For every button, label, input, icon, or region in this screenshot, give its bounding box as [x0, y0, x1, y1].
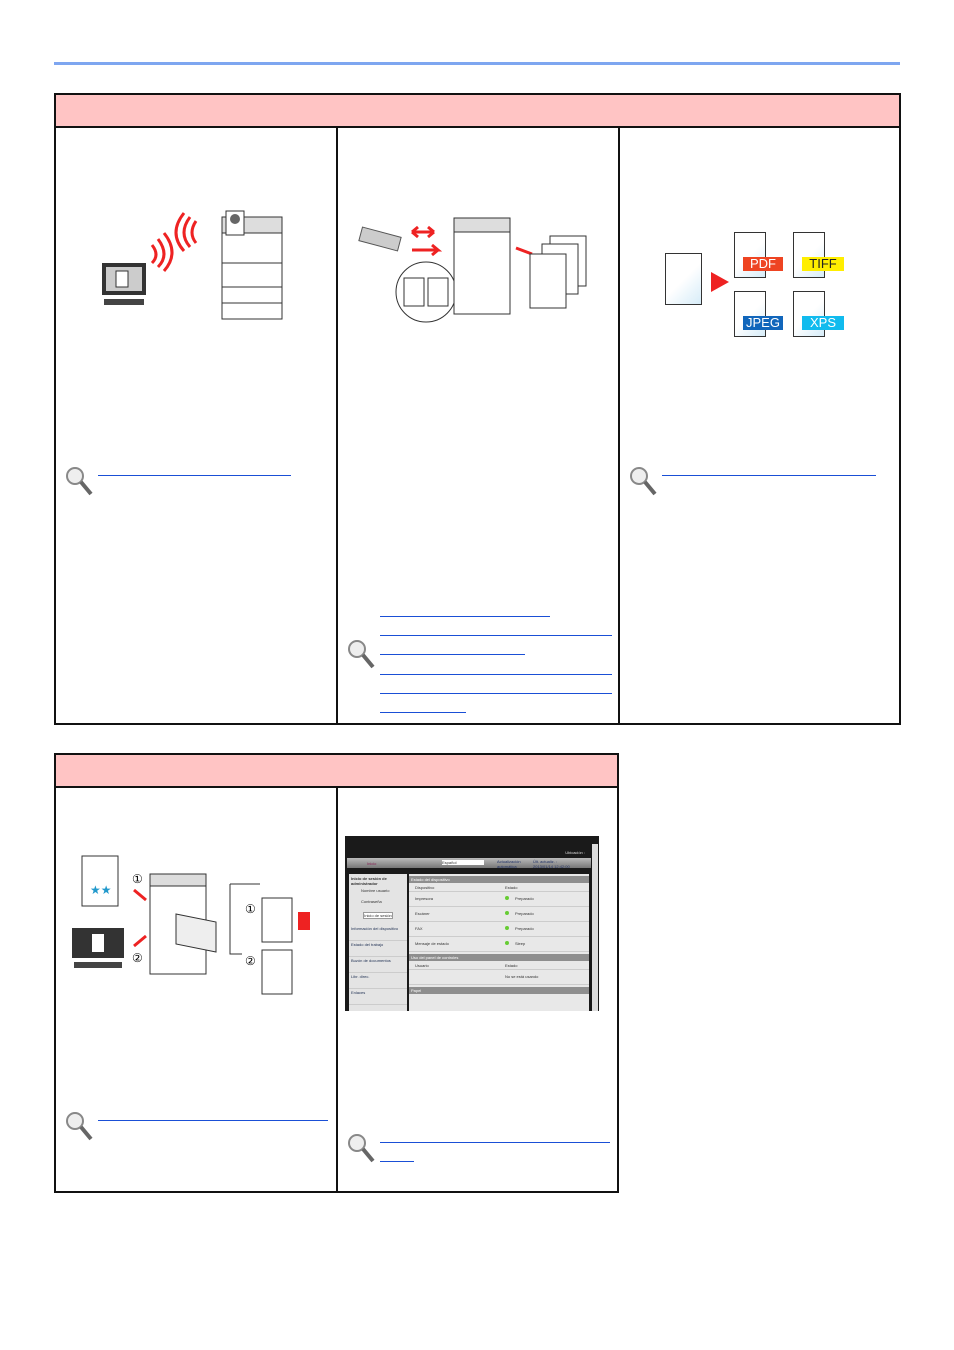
source-document	[665, 253, 702, 305]
document-box-illustration: ★★	[72, 855, 310, 995]
header-rule	[54, 62, 900, 65]
reference-link[interactable]	[380, 1161, 414, 1162]
arrow-right-icon	[711, 272, 729, 292]
magnifier-icon	[348, 640, 375, 669]
magnifier-icon	[66, 467, 93, 496]
web-ui-scrollbar	[592, 844, 598, 1011]
reference-link[interactable]	[380, 616, 550, 617]
step-marker: ①	[245, 902, 256, 916]
format-pdf: PDF	[734, 232, 783, 278]
magnifier-icon	[66, 1112, 93, 1141]
format-tiff: TIFF	[793, 232, 844, 278]
web-ui-toolbar: Inicio Español Actualización automática …	[347, 858, 591, 869]
magnifier-icon	[630, 467, 657, 496]
cell-web-ui	[338, 788, 619, 1191]
format-jpeg: JPEG	[734, 291, 783, 337]
step-marker: ①	[132, 872, 143, 886]
reference-link[interactable]	[380, 1142, 610, 1143]
step-marker: ②	[245, 954, 256, 968]
reference-link[interactable]	[380, 674, 612, 675]
table-header	[56, 755, 617, 788]
cell-file-formats: PDF TIFF JPEG XPS	[620, 128, 901, 723]
reference-link[interactable]	[380, 635, 612, 636]
reference-link[interactable]	[662, 475, 876, 476]
usb-memory-illustration	[358, 217, 587, 323]
web-ui-screenshot: Ubicación : Inicio Español Actualización…	[345, 836, 599, 1011]
reference-link[interactable]	[98, 475, 291, 476]
reference-link[interactable]	[380, 712, 466, 713]
cell-network-print	[56, 128, 338, 723]
cell-usb-memory	[338, 128, 620, 723]
web-ui-sidebar: Inicio de sesión de administrador Nombre…	[349, 874, 407, 1011]
table-header	[56, 95, 899, 128]
feature-table-1: PDF TIFF JPEG XPS	[54, 93, 901, 725]
format-xps: XPS	[793, 291, 844, 337]
reference-link[interactable]	[380, 693, 612, 694]
network-print-illustration	[102, 210, 283, 320]
reference-link[interactable]	[380, 654, 525, 655]
feature-table-2: ★★ ① ② ① ②	[54, 753, 619, 1193]
cell-document-box: ★★ ① ② ① ②	[56, 788, 338, 1191]
step-marker: ②	[132, 951, 143, 965]
svg-text:★★: ★★	[90, 883, 112, 897]
reference-link[interactable]	[98, 1120, 328, 1121]
magnifier-icon	[348, 1134, 375, 1163]
